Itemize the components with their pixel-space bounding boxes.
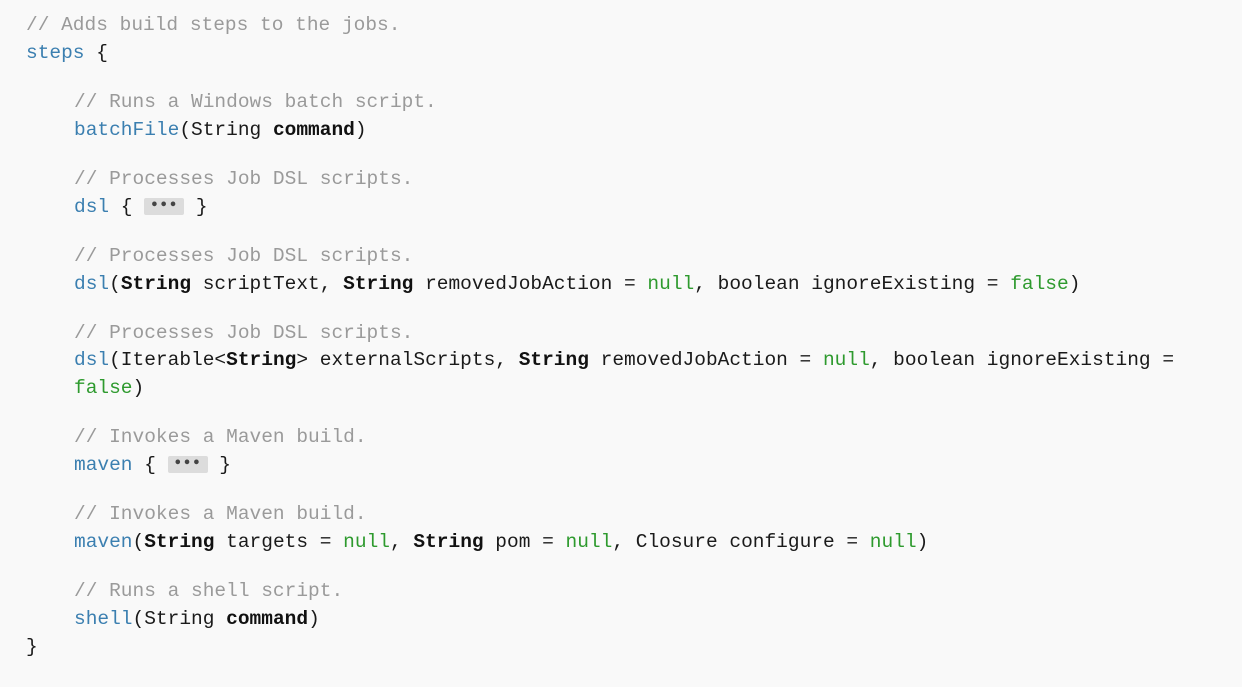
dsl-scripttext-signature: dsl(String scriptText, String removedJob… xyxy=(74,273,1081,295)
dsl-scripttext-comment: // Processes Job DSL scripts. xyxy=(74,245,414,267)
maven-targets-comment: // Invokes a Maven build. xyxy=(74,503,367,525)
steps-block-open: steps { xyxy=(26,42,108,64)
dsl-closure-signature: dsl { ••• } xyxy=(74,196,208,218)
steps-comment: // Adds build steps to the jobs. xyxy=(26,14,401,36)
dsl-externalscripts-signature-cont: false) xyxy=(74,377,145,399)
maven-closure-comment: // Invokes a Maven build. xyxy=(74,426,367,448)
steps-keyword[interactable]: steps xyxy=(26,42,85,64)
dsl-method-link[interactable]: dsl xyxy=(74,273,110,295)
steps-block-close: } xyxy=(26,636,38,658)
dsl-method-link[interactable]: dsl xyxy=(74,349,110,371)
dsl-expand-button[interactable]: ••• xyxy=(144,198,185,215)
maven-method-link[interactable]: maven xyxy=(74,531,133,553)
shell-method-link[interactable]: shell xyxy=(74,608,133,630)
dsl-externalscripts-signature: dsl(Iterable<String> externalScripts, St… xyxy=(74,349,1175,371)
maven-targets-signature: maven(String targets = null, String pom … xyxy=(74,531,929,553)
dsl-externalscripts-comment: // Processes Job DSL scripts. xyxy=(74,322,414,344)
maven-method-link[interactable]: maven xyxy=(74,454,133,476)
dsl-closure-comment: // Processes Job DSL scripts. xyxy=(74,168,414,190)
maven-closure-signature: maven { ••• } xyxy=(74,454,231,476)
shell-signature: shell(String command) xyxy=(74,608,320,630)
batchfile-signature: batchFile(String command) xyxy=(74,119,367,141)
shell-comment: // Runs a shell script. xyxy=(74,580,344,602)
maven-expand-button[interactable]: ••• xyxy=(167,456,208,473)
batchfile-method-link[interactable]: batchFile xyxy=(74,119,180,141)
dsl-method-link[interactable]: dsl xyxy=(74,196,110,218)
batchfile-comment: // Runs a Windows batch script. xyxy=(74,91,437,113)
